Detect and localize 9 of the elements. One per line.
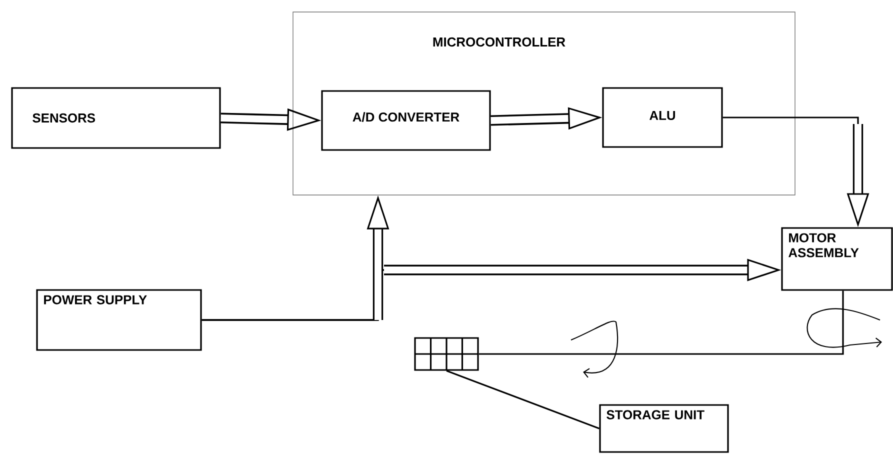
block-box: A/D CONVERTER bbox=[321, 90, 491, 151]
block-box: POWER SUPPLY bbox=[36, 289, 202, 351]
connector-line bbox=[446, 370, 600, 430]
block-box: ALU bbox=[602, 87, 723, 148]
block-box: STORAGE UNIT bbox=[599, 404, 729, 453]
storage-grid bbox=[414, 337, 479, 371]
block-box: SENSORS bbox=[11, 87, 221, 149]
connector-line bbox=[478, 290, 844, 355]
block-box: MOTOR ASSEMBLY bbox=[781, 227, 893, 291]
